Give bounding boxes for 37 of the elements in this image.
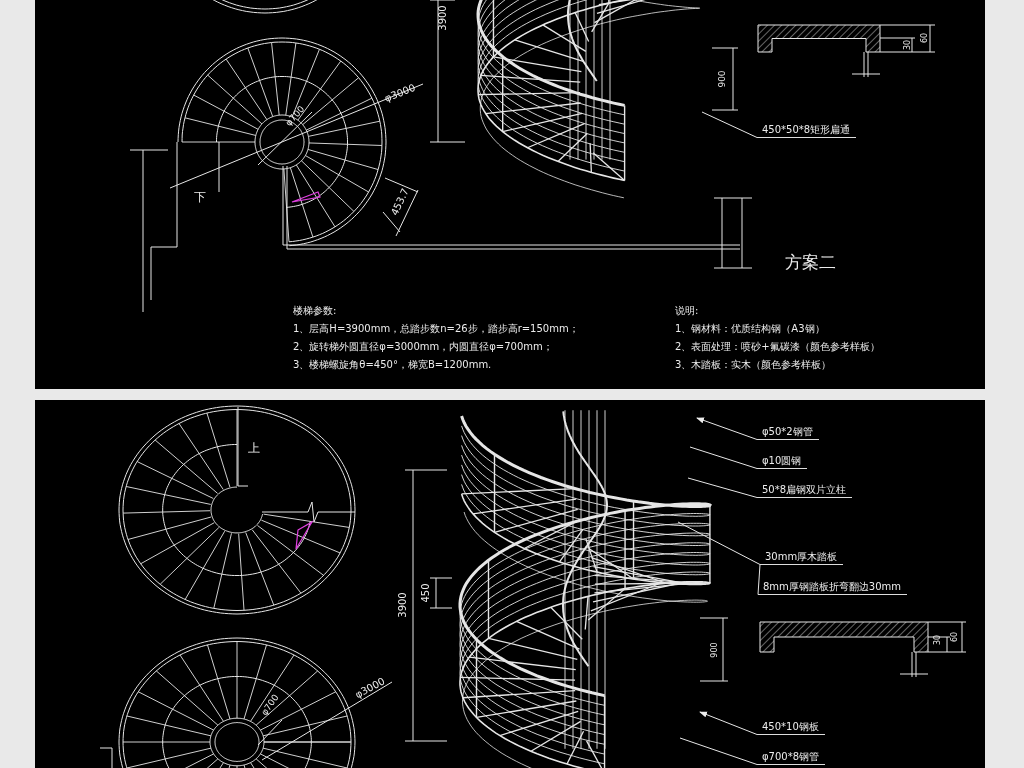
note-heading: 说明: — [675, 305, 699, 317]
callout-label: 30mm厚木踏板 — [760, 551, 844, 565]
dimension-text: 3900 — [437, 5, 449, 31]
callout-label: 8mm厚钢踏板折弯翻边30mm — [758, 581, 908, 595]
dimension-text: 453.7 — [388, 186, 412, 218]
note-text: 1、层高H=3900mm，总踏步数n=26步，踏步高r=150mm； — [293, 323, 579, 335]
dimension-text: 900 — [716, 70, 728, 88]
callout-label: φ10圆钢 — [757, 455, 808, 469]
title-text: 方案二 — [785, 253, 836, 273]
dimension-text: 450 — [420, 583, 432, 603]
note-text: 3、楼梯螺旋角θ=450°，梯宽B=1200mm. — [293, 359, 492, 371]
dimension-text: 30 — [903, 39, 913, 51]
note-text: 2、旋转梯外圆直径φ=3000mm，内圆直径φ=700mm； — [293, 341, 553, 353]
leader-line — [699, 711, 758, 735]
leader-line — [679, 737, 758, 765]
direction-label: 上 — [248, 442, 260, 456]
note-heading: 楼梯参数: — [293, 305, 337, 317]
leader-line — [689, 446, 758, 469]
leader-line — [687, 477, 758, 498]
spiral-stair-drawing — [458, 409, 712, 768]
direction-label: 下 — [194, 191, 206, 205]
callout-label: 450*10钢板 — [757, 721, 825, 735]
leader-line — [677, 521, 761, 595]
note-text: 3、木踏板：实木（颜色参考样板） — [675, 359, 832, 371]
dimension-text: 30 — [933, 634, 943, 646]
leader-line — [701, 111, 758, 138]
dimension-text: 900 — [710, 642, 720, 658]
callout-label: φ50*2钢管 — [757, 426, 819, 440]
dimension-text: 3900 — [397, 592, 409, 618]
leader-line — [696, 417, 758, 440]
dimension-text: 60 — [950, 631, 960, 643]
dimension-text: 60 — [920, 32, 930, 44]
callout-label: 50*8扁钢双片立柱 — [757, 484, 853, 498]
callout-label: φ700*8钢管 — [757, 751, 826, 765]
note-text: 2、表面处理：喷砂+氟碳漆（颜色参考样板） — [675, 341, 880, 353]
callout-label: 450*50*8矩形扁通 — [757, 124, 857, 138]
note-text: 1、钢材料：优质结构钢（A3钢） — [675, 323, 825, 335]
